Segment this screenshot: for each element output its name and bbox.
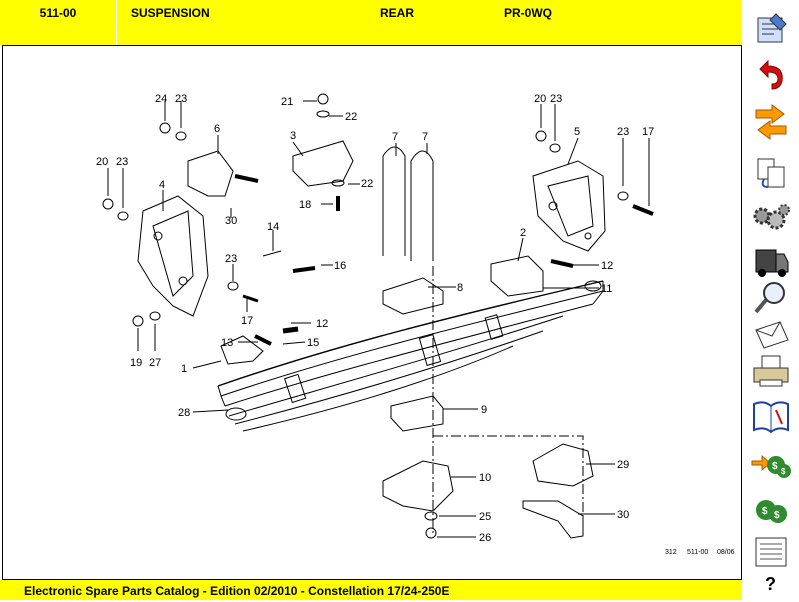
callout-7[interactable]: 7 [392, 131, 398, 143]
search-button[interactable] [750, 278, 792, 318]
callout-6[interactable]: 6 [214, 123, 220, 135]
callout-25[interactable]: 25 [479, 511, 491, 523]
callout-12[interactable]: 12 [601, 260, 613, 272]
svg-text:$: $ [772, 461, 778, 472]
callout-19[interactable]: 19 [130, 357, 142, 369]
callout-9[interactable]: 9 [481, 404, 487, 416]
callout-27[interactable]: 27 [149, 357, 161, 369]
print-button[interactable] [750, 352, 792, 392]
callout-5[interactable]: 5 [574, 126, 580, 138]
svg-text:$: $ [762, 506, 768, 517]
header-bar: 511-00 SUSPENSION REAR PR-0WQ [0, 0, 742, 45]
callout-18[interactable]: 18 [299, 199, 311, 211]
printer-icon [753, 355, 789, 387]
figure-number: 312 [665, 549, 677, 556]
header-blank-cell [614, 0, 742, 45]
svg-text:$: $ [781, 467, 786, 476]
callout-23[interactable]: 23 [617, 126, 629, 138]
callout-21[interactable]: 21 [281, 96, 293, 108]
callout-4[interactable]: 4 [159, 179, 165, 191]
truck-icon [755, 249, 789, 277]
suspension-exploded-drawing[interactable]: 24 23 21 22 20 23 7 7 6 3 5 23 17 20 23 … [3, 46, 741, 579]
undo-icon [759, 59, 783, 90]
svg-text:$: $ [774, 510, 780, 521]
document-list-icon [755, 537, 787, 567]
figure-date: 08/06 [717, 549, 735, 556]
callout-12[interactable]: 12 [316, 318, 328, 330]
right-toolbar: $ $ $ $ [742, 0, 799, 600]
price-forward-button[interactable]: $ $ [750, 443, 792, 483]
price-icon: $ $ [756, 500, 787, 523]
footer-bar: Electronic Spare Parts Catalog - Edition… [0, 580, 742, 600]
callout-16[interactable]: 16 [334, 260, 346, 272]
figure-reference: 312 511-00 08/06 [665, 549, 735, 556]
copy-icon [757, 158, 785, 188]
callout-30[interactable]: 30 [617, 509, 629, 521]
copy-button[interactable] [750, 153, 792, 193]
callout-8[interactable]: 8 [457, 282, 463, 294]
callout-28[interactable]: 28 [178, 407, 190, 419]
callout-labels: 24 23 21 22 20 23 7 7 6 3 5 23 17 20 23 … [96, 93, 654, 544]
magnifier-icon [754, 282, 785, 314]
settings-gears-icon [753, 204, 790, 230]
mail-icon [755, 321, 789, 349]
price-button[interactable]: $ $ [750, 488, 792, 528]
pr-code: PR-0WQ [488, 0, 614, 45]
section-title: SUSPENSION [117, 0, 366, 45]
settings-button[interactable] [750, 198, 792, 238]
catalog-button[interactable] [750, 396, 792, 436]
callout-22[interactable]: 22 [345, 111, 357, 123]
position-label: REAR [366, 0, 488, 45]
callout-29[interactable]: 29 [617, 459, 629, 471]
callout-3[interactable]: 3 [290, 130, 296, 142]
callout-1[interactable]: 1 [181, 363, 187, 375]
callout-17[interactable]: 17 [642, 126, 654, 138]
book-icon [753, 401, 789, 434]
callout-20[interactable]: 20 [96, 156, 108, 168]
callout-2[interactable]: 2 [520, 227, 526, 239]
callout-20[interactable]: 20 [534, 93, 546, 105]
callout-23[interactable]: 23 [175, 93, 187, 105]
callout-23[interactable]: 23 [225, 253, 237, 265]
vehicle-button[interactable] [750, 240, 792, 280]
mail-button[interactable] [750, 316, 792, 356]
callout-22[interactable]: 22 [361, 178, 373, 190]
callout-13[interactable]: 13 [221, 337, 233, 349]
callout-26[interactable]: 26 [479, 532, 491, 544]
callout-17[interactable]: 17 [241, 315, 253, 327]
notepad-button[interactable] [750, 8, 792, 48]
callout-7[interactable]: 7 [422, 131, 428, 143]
figure-group: 511-00 [687, 549, 708, 556]
help-button[interactable]: ? [765, 574, 776, 594]
next-previous-button[interactable] [750, 100, 792, 140]
callout-30[interactable]: 30 [225, 215, 237, 227]
callout-24[interactable]: 24 [155, 93, 167, 105]
callout-11[interactable]: 11 [601, 283, 612, 295]
exploded-diagram[interactable]: 24 23 21 22 20 23 7 7 6 3 5 23 17 20 23 … [2, 45, 742, 580]
notepad-icon [757, 13, 787, 43]
group-code: 511-00 [0, 0, 117, 45]
document-list-button[interactable] [750, 532, 792, 572]
callout-15[interactable]: 15 [307, 337, 319, 349]
callout-14[interactable]: 14 [267, 221, 279, 233]
callout-23[interactable]: 23 [550, 93, 562, 105]
price-forward-icon: $ $ [751, 454, 791, 478]
undo-button[interactable] [750, 55, 792, 95]
next-previous-icon [755, 104, 787, 140]
callout-10[interactable]: 10 [479, 472, 491, 484]
callout-23[interactable]: 23 [116, 156, 128, 168]
